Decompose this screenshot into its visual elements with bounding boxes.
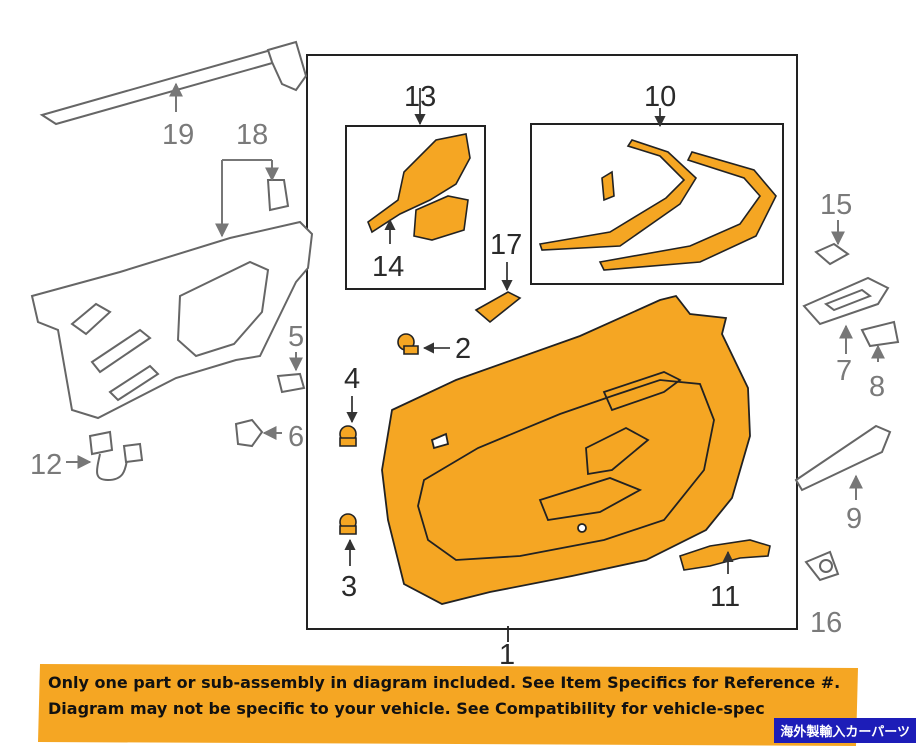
callout-18: 18 (236, 119, 268, 151)
callout-6: 6 (288, 421, 304, 453)
part-12-harness (66, 430, 144, 482)
callout-16: 16 (810, 607, 842, 639)
part-6-nut (234, 418, 282, 448)
switch-subframe (345, 125, 486, 290)
part-8-cover (860, 320, 900, 362)
callout-5: 5 (288, 321, 304, 353)
part-18-regulator-panel (30, 159, 314, 420)
disclaimer-banner: Only one part or sub-assembly in diagram… (0, 662, 924, 748)
callout-8: 8 (869, 371, 885, 403)
callout-7: 7 (836, 355, 852, 387)
part-19-weatherstrip (39, 40, 308, 126)
part-2-fastener (397, 333, 450, 355)
part-15-cap (814, 220, 850, 266)
part-9-armrest (794, 424, 892, 500)
callout-2: 2 (455, 333, 471, 365)
part-3-fastener (339, 513, 357, 566)
disclaimer-line-1: Only one part or sub-assembly in diagram… (48, 673, 841, 692)
callout-17: 17 (490, 229, 522, 261)
part-4-fastener (339, 396, 358, 447)
callout-4: 4 (344, 363, 360, 395)
part-16-grommet (804, 550, 840, 582)
callout-9: 9 (846, 503, 862, 535)
banner-background (38, 664, 858, 746)
callout-13: 13 (404, 81, 436, 113)
callout-19: 19 (162, 119, 194, 151)
part-5-clip (276, 352, 306, 394)
callout-10: 10 (644, 81, 676, 113)
part-1-door-trim-panel (381, 294, 751, 642)
part-13-switch-assembly (367, 88, 471, 241)
callout-15: 15 (820, 189, 852, 221)
callout-3: 3 (341, 571, 357, 603)
part-17-pad (474, 262, 522, 324)
callout-14: 14 (372, 251, 404, 283)
callout-1: 1 (499, 639, 515, 671)
part-7-handle-bezel (802, 276, 890, 354)
callout-11: 11 (710, 581, 740, 613)
callout-12: 12 (30, 449, 62, 481)
banner-shape (38, 664, 858, 746)
assembly-frame (306, 54, 798, 630)
shop-watermark: 海外製輸入カーパーツ (774, 718, 916, 743)
disclaimer-line-2: Diagram may not be specific to your vehi… (48, 699, 765, 718)
part-11-bracket (679, 539, 771, 574)
part-10-trim-strips (538, 108, 777, 271)
